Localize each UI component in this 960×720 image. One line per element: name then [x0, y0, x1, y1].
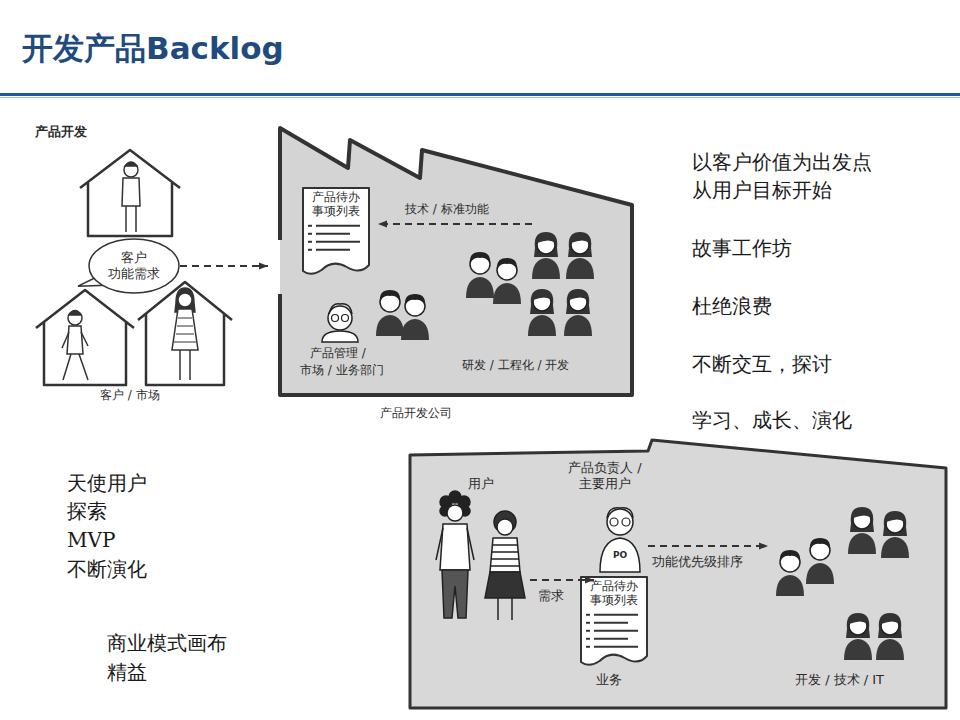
illustration-label: 需求 — [538, 588, 564, 604]
backlog-document: 产品待办 事项列表 — [300, 185, 372, 277]
customer-figures — [62, 162, 198, 380]
illustration-label: 产品开发 — [35, 124, 87, 140]
building-caption: 产品开发公司 — [380, 406, 452, 420]
illustration-label: 产品负责人 / 主要用户 — [563, 460, 647, 491]
illustration-label: 技术 / 标准功能 — [405, 202, 489, 216]
title-rule — [0, 93, 960, 96]
illustration-label: 功能优先级排序 — [652, 554, 743, 570]
illustration-label: PO — [613, 550, 627, 561]
point-text: 不断交互，探讨 — [692, 352, 832, 376]
team-people — [776, 507, 909, 660]
slide-title: 开发产品Backlog — [22, 30, 284, 67]
point-text: 商业模式画布 — [107, 631, 227, 655]
houses — [36, 150, 232, 385]
node-text: 产品待办 事项列表 — [583, 579, 645, 608]
user-figures — [436, 491, 525, 620]
point-text: 杜绝浪费 — [692, 294, 772, 318]
point-text: 天使用户 — [67, 471, 147, 495]
point-text: 不断演化 — [67, 557, 147, 581]
priority-arrow — [648, 545, 768, 547]
point-text: 故事工作坊 — [692, 236, 792, 260]
point-text: 从用户目标开始 — [692, 178, 832, 202]
illustration-label: 产品管理 / — [310, 346, 366, 360]
illustration-label: 研发 / 工程化 / 开发 — [462, 358, 569, 372]
illustration-label: 用户 — [468, 476, 494, 492]
node-text: 产品待办 事项列表 — [305, 190, 367, 219]
speech-bubble: 客户 功能需求 — [88, 238, 180, 294]
illustration-label: 客户 / 市场 — [100, 388, 160, 402]
point-text: 学习、成长、演化 — [692, 408, 852, 432]
point-text: 精益 — [107, 660, 147, 684]
point-text: 探索 — [67, 499, 107, 523]
dashed-arrow — [180, 265, 268, 267]
point-text: MVP — [67, 528, 115, 552]
team-building — [410, 440, 946, 708]
illustration-label: 开发 / 技术 / IT — [795, 672, 884, 688]
need-arrow — [530, 579, 594, 581]
illustration-label: 市场 / 业务部门 — [300, 363, 384, 377]
node-text: 客户 功能需求 — [102, 250, 166, 281]
backlog-document: 产品待办 事项列表 — [578, 574, 650, 668]
title-rule-thin — [0, 97, 960, 98]
point-text: 以客户价值为出发点 — [692, 150, 872, 174]
illustration-label: 业务 — [596, 672, 622, 688]
product-owner-figure — [600, 508, 640, 572]
